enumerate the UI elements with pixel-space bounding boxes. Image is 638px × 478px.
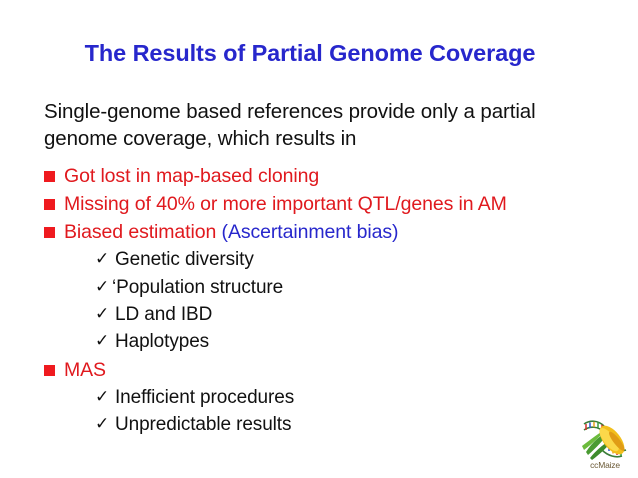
check-bullet-icon: ✓ [95,249,110,269]
check-bullet-icon: ✓ [95,386,110,406]
list-item: ✓Unpredictable results [95,411,604,438]
slide-body: Single-genome based references provide o… [44,98,604,439]
square-bullet-icon [44,171,55,183]
list-item-label: Missing of 40% or more important QTL/gen… [64,193,507,216]
list-item: MAS [44,356,604,384]
check-bullet-icon: ✓ [95,414,110,434]
organization-logo: ccMaize [576,416,634,476]
list-item-label: Unpredictable results [115,414,292,436]
square-bullet-icon [44,227,55,239]
list-item-label: MAS [64,358,106,381]
square-bullet-icon [44,364,55,376]
list-item-label: Haplotypes [115,331,210,353]
list-item: ✓‘Population structure [95,274,604,301]
bullet-list: Got lost in map-based cloning Missing of… [44,162,604,438]
list-item-label: ‘Population structure [112,276,284,298]
maize-dna-logo-icon [582,420,627,460]
list-item: Biased estimation (Ascertainment bias) [44,218,604,246]
page-title: The Results of Partial Genome Coverage [84,40,536,66]
logo-caption: ccMaize [590,460,620,470]
intro-paragraph: Single-genome based references provide o… [44,100,536,151]
list-item-label: Inefficient procedures [115,386,295,408]
list-item: Missing of 40% or more important QTL/gen… [44,190,604,218]
check-bullet-icon: ✓ [95,304,110,324]
list-item-label: Biased estimation [64,221,222,244]
list-item: Got lost in map-based cloning [44,162,604,190]
check-bullet-icon: ✓ [95,331,110,351]
list-item: ✓LD and IBD [95,301,604,328]
square-bullet-icon [44,199,55,211]
list-item-label: LD and IBD [115,304,213,326]
list-item: ✓Haplotypes [95,328,604,355]
list-item: ✓Genetic diversity [95,246,604,273]
list-item-label: Got lost in map-based cloning [64,165,320,188]
list-item-highlight: (Ascertainment bias) [221,221,399,244]
list-item: ✓Inefficient procedures [95,384,604,411]
check-bullet-icon: ✓ [95,276,110,296]
list-item-label: Genetic diversity [115,249,254,271]
